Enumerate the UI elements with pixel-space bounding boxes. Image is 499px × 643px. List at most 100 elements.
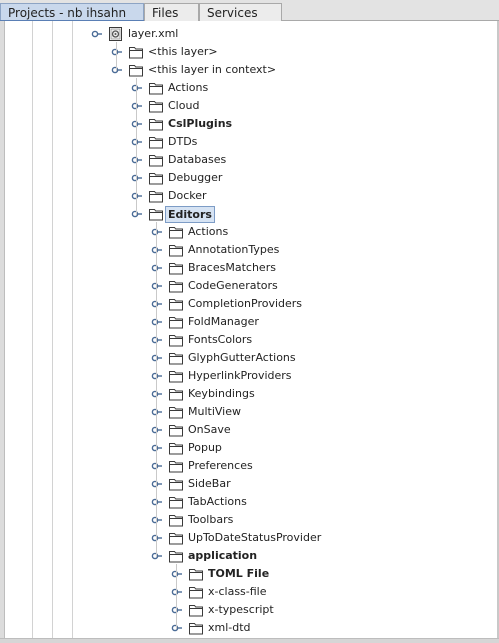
tree-node-label: CompletionProviders (188, 297, 303, 310)
tree-node-fontscolors[interactable]: FontsColors (0, 331, 495, 349)
panel-bottom-border (0, 638, 499, 643)
tab-services[interactable]: Services (199, 3, 282, 21)
tree-node-foldmanager[interactable]: FoldManager (0, 313, 495, 331)
expand-handle-icon[interactable] (130, 187, 146, 205)
tree-node-label: Editors (165, 206, 215, 223)
expand-handle-icon[interactable] (150, 259, 166, 277)
expand-handle-icon[interactable] (90, 25, 106, 43)
tree-node-bracesmatchers[interactable]: BracesMatchers (0, 259, 495, 277)
expand-handle-icon[interactable] (150, 223, 166, 241)
folder-icon (168, 404, 184, 420)
folder-icon (188, 566, 204, 582)
expand-handle-icon[interactable] (150, 547, 166, 565)
folder-icon (168, 368, 184, 384)
expand-handle-icon[interactable] (130, 133, 146, 151)
tree-node-actions[interactable]: Actions (0, 223, 495, 241)
tree-node-codegenerators[interactable]: CodeGenerators (0, 277, 495, 295)
folder-icon (148, 206, 164, 222)
tree-indent-guide (72, 21, 73, 643)
folder-icon (168, 386, 184, 402)
tree-node-label: FoldManager (188, 315, 259, 328)
tree-node-label: Debugger (168, 171, 223, 184)
tree-node-toml-file[interactable]: TOML File (0, 565, 495, 583)
expand-handle-icon[interactable] (150, 277, 166, 295)
expand-handle-icon[interactable] (150, 331, 166, 349)
tree-indent-guide (52, 21, 53, 643)
tree-node-databases[interactable]: Databases (0, 151, 495, 169)
expand-handle-icon[interactable] (130, 79, 146, 97)
tree-node-annotationtypes[interactable]: AnnotationTypes (0, 241, 495, 259)
tree-node-glyphgutteractions[interactable]: GlyphGutterActions (0, 349, 495, 367)
expand-handle-icon[interactable] (150, 475, 166, 493)
tree-node-xml-dtd[interactable]: xml-dtd (0, 619, 495, 637)
expand-handle-icon[interactable] (170, 601, 186, 619)
tree-node-sidebar[interactable]: SideBar (0, 475, 495, 493)
expand-handle-icon[interactable] (150, 511, 166, 529)
tree-node-dtds[interactable]: DTDs (0, 133, 495, 151)
expand-handle-icon[interactable] (150, 295, 166, 313)
folder-icon (168, 530, 184, 546)
tree-node-this-layer-in-context[interactable]: <this layer in context> (0, 61, 495, 79)
tab-files[interactable]: Files (144, 3, 199, 21)
tree-node-x-class-file[interactable]: x-class-file (0, 583, 495, 601)
expand-handle-icon[interactable] (150, 529, 166, 547)
expand-handle-icon[interactable] (150, 403, 166, 421)
expand-handle-icon[interactable] (130, 97, 146, 115)
expand-handle-icon[interactable] (150, 421, 166, 439)
expand-handle-icon[interactable] (130, 115, 146, 133)
expand-handle-icon[interactable] (170, 619, 186, 637)
tree-node-popup[interactable]: Popup (0, 439, 495, 457)
expand-handle-icon[interactable] (130, 169, 146, 187)
tree-node-label: Popup (188, 441, 222, 454)
tree-node-application[interactable]: application (0, 547, 495, 565)
tree-node-editors[interactable]: Editors (0, 205, 495, 223)
expand-handle-icon[interactable] (170, 565, 186, 583)
tree-node-debugger[interactable]: Debugger (0, 169, 495, 187)
folder-icon (168, 224, 184, 240)
tree-node-multiview[interactable]: MultiView (0, 403, 495, 421)
folder-icon (188, 602, 204, 618)
expand-handle-icon[interactable] (130, 205, 146, 223)
expand-handle-icon[interactable] (150, 241, 166, 259)
expand-handle-icon[interactable] (110, 61, 126, 79)
tree-indent-guide (32, 21, 33, 643)
tree-node-preferences[interactable]: Preferences (0, 457, 495, 475)
expand-handle-icon[interactable] (150, 457, 166, 475)
tree-node-layer-xml[interactable]: layer.xml (0, 25, 495, 43)
folder-icon (148, 116, 164, 132)
tree-node-keybindings[interactable]: Keybindings (0, 385, 495, 403)
tree-node-this-layer[interactable]: <this layer> (0, 43, 495, 61)
folder-icon (148, 170, 164, 186)
tree-node-x-typescript[interactable]: x-typescript (0, 601, 495, 619)
tree-node-cslplugins[interactable]: CslPlugins (0, 115, 495, 133)
tree-node-onsave[interactable]: OnSave (0, 421, 495, 439)
expand-handle-icon[interactable] (150, 367, 166, 385)
tree-node-docker[interactable]: Docker (0, 187, 495, 205)
tree-node-completionproviders[interactable]: CompletionProviders (0, 295, 495, 313)
expand-handle-icon[interactable] (150, 493, 166, 511)
expand-handle-icon[interactable] (150, 313, 166, 331)
folder-icon (148, 98, 164, 114)
tree-node-label: Actions (188, 225, 229, 238)
tree-node-uptodatestatusprovider[interactable]: UpToDateStatusProvider (0, 529, 495, 547)
panel-right-border (497, 21, 499, 643)
expand-handle-icon[interactable] (110, 43, 126, 61)
panel-left-border (0, 21, 5, 643)
tree-node-label: CslPlugins (168, 117, 233, 130)
expand-handle-icon[interactable] (150, 439, 166, 457)
expand-handle-icon[interactable] (150, 385, 166, 403)
tree-node-hyperlinkproviders[interactable]: HyperlinkProviders (0, 367, 495, 385)
folder-icon (148, 188, 164, 204)
folder-icon (188, 620, 204, 636)
expand-handle-icon[interactable] (130, 151, 146, 169)
tree-node-cloud[interactable]: Cloud (0, 97, 495, 115)
tree-connector-line (176, 564, 177, 629)
expand-handle-icon[interactable] (150, 349, 166, 367)
tree-node-tabactions[interactable]: TabActions (0, 493, 495, 511)
tree-node-actions[interactable]: Actions (0, 79, 495, 97)
tree-node-label: x-typescript (208, 603, 274, 616)
tree-node-label: Docker (168, 189, 207, 202)
tree-node-toolbars[interactable]: Toolbars (0, 511, 495, 529)
tab-projects[interactable]: Projects - nb ihsahn (0, 3, 144, 21)
expand-handle-icon[interactable] (170, 583, 186, 601)
